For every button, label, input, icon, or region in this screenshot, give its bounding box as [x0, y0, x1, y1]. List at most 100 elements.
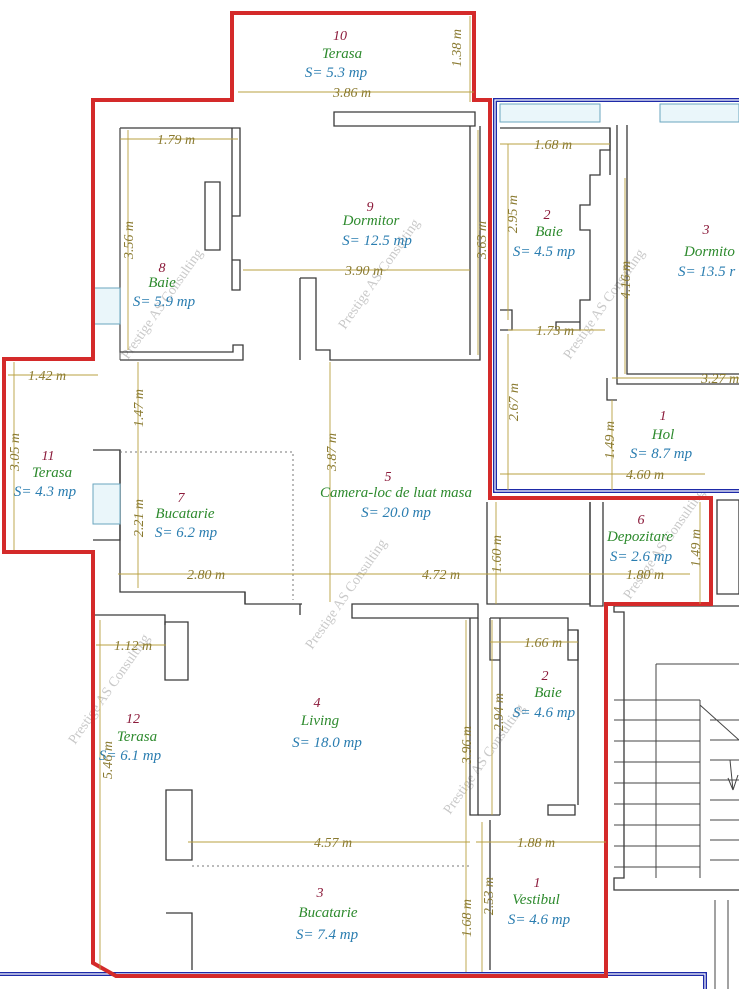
room-label-baie-2b: 2 Baie S= 4.6 mp — [513, 669, 576, 721]
dimension-label: 1.68 m — [460, 899, 475, 937]
room-area: S= 4.6 mp — [513, 705, 576, 721]
dimension-label: 1.42 m — [28, 369, 66, 384]
dimension-label: 4.72 m — [422, 568, 460, 583]
room-name: Baie — [148, 275, 176, 291]
room-name: Living — [300, 713, 340, 729]
dimension-label: 3.96 m — [460, 726, 475, 765]
dimension-label: 1.88 m — [517, 836, 555, 851]
room-name: Bucatarie — [155, 506, 214, 522]
dimension-label: 1.66 m — [524, 636, 562, 651]
room-name: Terasa — [32, 465, 72, 481]
room-area: S= 18.0 mp — [292, 735, 362, 751]
room-area: S= 2.6 mp — [610, 549, 673, 565]
room-label-dormitor-9: 9 Dormitor S= 12.5 mp — [342, 200, 413, 249]
room-name: Vestibul — [512, 892, 560, 908]
room-number: 10 — [333, 29, 347, 44]
dimension-label: 2.95 m — [506, 195, 521, 233]
room-number: 2 — [544, 208, 551, 223]
dimension-label: 3.63 m — [475, 221, 490, 260]
dimension-label: 1.38 m — [450, 29, 465, 67]
watermark: Prestige AS Consulting — [561, 247, 648, 363]
apartment-boundary — [2, 11, 713, 978]
room-label-living-4: 4 Living S= 18.0 mp — [292, 696, 362, 751]
room-name: Dormito — [683, 244, 735, 260]
staircase — [614, 663, 739, 989]
room-label-baie-2a: 2 Baie S= 4.5 mp — [513, 208, 576, 260]
room-number: 1 — [660, 409, 667, 424]
room-label-bucatarie-3b: 3 Bucatarie S= 7.4 mp — [296, 886, 359, 943]
dimension-label: 1.79 m — [157, 133, 195, 148]
dimension-label: 2.21 m — [132, 499, 147, 537]
room-name: Bucatarie — [298, 905, 357, 921]
room-number: 5 — [385, 470, 392, 485]
room-number: 9 — [367, 200, 374, 215]
room-area: S= 8.7 mp — [630, 446, 693, 462]
room-labels: 10 Terasa S= 5.3 mp 9 Dormitor S= 12.5 m… — [14, 29, 735, 943]
room-number: 8 — [159, 261, 166, 276]
room-area: S= 13.5 r — [678, 264, 735, 280]
window — [92, 287, 121, 325]
room-number: 12 — [126, 712, 140, 727]
room-label-terasa-12: 12 Terasa S= 6.1 mp — [99, 712, 162, 764]
dimension-labels: 1.38 m 3.86 m 1.79 m 3.56 m 3.63 m 3.90 … — [8, 29, 739, 937]
dimension-label: 1.49 m — [603, 421, 618, 459]
room-name: Baie — [535, 224, 563, 240]
room-number: 11 — [42, 449, 55, 464]
watermark: Prestige AS Consulting — [303, 537, 390, 653]
dimension-label: 2.94 m — [492, 693, 507, 731]
room-area: S= 5.3 mp — [305, 65, 368, 81]
room-number: 1 — [534, 876, 541, 891]
room-number: 3 — [702, 223, 710, 238]
room-area: S= 12.5 mp — [342, 233, 412, 249]
room-area: S= 4.5 mp — [513, 244, 576, 260]
dimension-label: 3.56 m — [122, 221, 137, 260]
dimension-label: 1.73 m — [536, 324, 574, 339]
dimension-label: 2.53 m — [482, 877, 497, 915]
dimension-label: 2.67 m — [507, 383, 522, 421]
room-name: Dormito — [683, 244, 735, 260]
dimension-label: 4.16 m — [619, 261, 634, 299]
dimension-label: 5.46 m — [101, 741, 116, 779]
dimension-label: 1.47 m — [132, 389, 147, 427]
room-name: Dormitor — [342, 213, 400, 229]
walls — [93, 111, 604, 970]
room-number: 2 — [542, 669, 549, 684]
room-label-depozitare-6: 6 Depozitare S= 2.6 mp — [606, 513, 673, 565]
dimension-label: 3.05 m — [8, 433, 23, 472]
dimension-label: 4.60 m — [626, 468, 664, 483]
room-area: S= 5.9 mp — [133, 294, 196, 310]
kitchen-open-edge — [120, 451, 294, 600]
room-area: S= 6.1 mp — [99, 748, 162, 764]
dimension-label: 3.86 m — [332, 86, 371, 101]
window — [92, 483, 121, 525]
room-area: S= 4.3 mp — [14, 484, 77, 500]
room-number: 3 — [316, 886, 324, 901]
dimension-label: 4.57 m — [314, 836, 352, 851]
room-label-bucatarie-7: 7 Bucatarie S= 6.2 mp — [155, 491, 218, 541]
room-label-terasa-11: 11 Terasa S= 4.3 mp — [14, 449, 77, 500]
dimension-label: 1.12 m — [114, 639, 152, 654]
room-area: S= 4.6 mp — [508, 912, 571, 928]
room-number: 4 — [314, 696, 321, 711]
room-area: S= 20.0 mp — [361, 505, 431, 521]
dimension-label: 1.60 m — [490, 535, 505, 573]
dimension-label: 1.68 m — [534, 138, 572, 153]
window — [499, 103, 601, 123]
room-label-dormitor-3a: 3 Dormito S= 13.5 r — [678, 223, 735, 280]
room-label-vestibul-1b: 1 Vestibul S= 4.6 mp — [508, 876, 571, 928]
room-name: Terasa — [322, 46, 362, 62]
window — [659, 103, 739, 123]
room-area: S= 6.2 mp — [155, 525, 218, 541]
room-label-terasa-10: 10 Terasa S= 5.3 mp — [305, 29, 368, 81]
room-label-baie-8: 8 Baie S= 5.9 mp — [133, 261, 196, 310]
dimension-lines — [8, 16, 739, 972]
room-number: 7 — [178, 491, 186, 506]
room-area: S= 7.4 mp — [296, 927, 359, 943]
dimension-label: 3.27 m — [700, 372, 739, 387]
windows — [92, 103, 739, 525]
room-name: Hol — [651, 427, 675, 443]
room-number: 6 — [638, 513, 645, 528]
dimension-label: 1.80 m — [626, 568, 664, 583]
room-name: Baie — [534, 685, 562, 701]
